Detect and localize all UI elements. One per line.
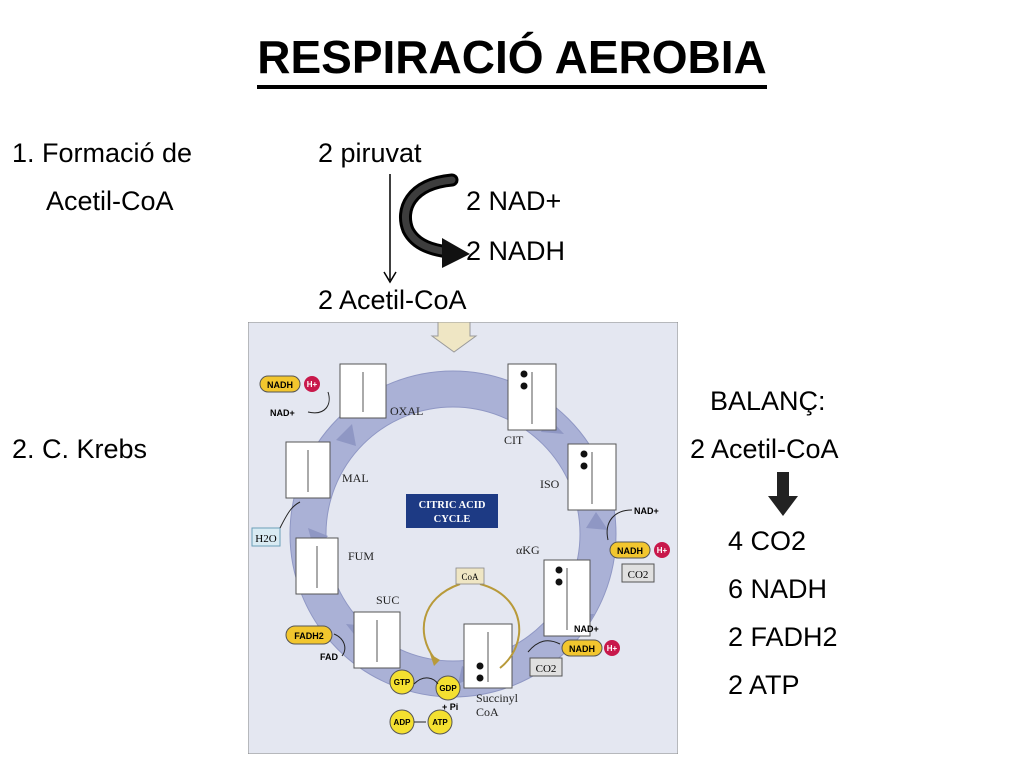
nadh-badge-1 [259,375,301,393]
co2-box-1 [621,563,655,583]
reaction-cofactor-in: 2 NAD+ [466,186,562,216]
fad-label: FAD [320,652,339,662]
nad-label-3: NAD+ [574,624,599,634]
center-label-line1: CITRIC ACID [419,500,486,511]
h-label-2: H+ [657,546,668,555]
balance-output-3: 2 FADH2 [728,622,838,652]
nad-label-2: NAD+ [634,506,659,516]
nadh-arrow-2 [606,509,633,541]
coa-inner-arrow-2 [422,583,461,659]
h-label-1: H+ [307,380,318,389]
intermediate-fum: FUM [348,549,374,563]
coa-box [455,567,485,585]
atp-badge [427,709,453,735]
reaction-product: 2 Acetil-CoA [318,285,467,315]
curved-arrow-icon [398,173,470,268]
reaction-cofactor-out: 2 NADH [466,236,566,266]
h-badge-3 [604,640,620,656]
h-badge-2 [654,542,670,558]
gtp-label: GTP [394,678,411,687]
co2-box-2 [529,657,563,677]
balance-output-2: 6 NADH [728,574,828,604]
h-badge-1 [304,376,320,392]
balance-output-4: 2 ATP [728,670,800,700]
gtp-arrow [413,677,439,685]
balance-down-arrow-icon [768,472,798,516]
fadh2-arrow [333,633,346,657]
page-title: RESPIRACIÓ AEROBIA [0,30,1024,89]
adp-label: ADP [394,718,412,727]
nadh-label-2: NADH [617,546,643,556]
section2-label: 2. C. Krebs [12,434,148,464]
intermediate-akg: αKG [516,543,540,557]
h2o-box [251,527,281,547]
reaction-arrows [383,173,470,284]
down-arrow [383,174,397,284]
coa-inner-arrow [479,583,521,669]
reaction-substrate: 2 piruvat [318,138,422,168]
carbon-markers [476,370,588,682]
balance-input: 2 Acetil-CoA [690,434,839,464]
gdp-label: GDP [439,684,457,693]
coa-inner-arrowhead-icon [430,654,440,666]
h2o-arrow [279,501,301,529]
nadh-arrow-3 [527,640,561,653]
balance-output-1: 4 CO2 [728,526,807,556]
co2-label-2: CO2 [536,663,557,675]
h-label-3: H+ [607,644,618,653]
section1-label-line2: Acetil-CoA [46,186,174,216]
gdp-badge [435,675,461,701]
nad-label-1: NAD+ [270,408,295,418]
balance-title: BALANÇ: [710,386,826,416]
gtp-badge [389,669,415,695]
intermediate-oxal: OXAL [390,404,423,418]
intermediate-mal: MAL [342,471,369,485]
atp-label: ATP [432,718,448,727]
nadh-label-3: NADH [569,644,595,654]
succinyl-line1: Succinyl [476,691,519,705]
intermediate-suc: SUC [376,593,399,607]
citric-acid-cycle-box [406,494,498,528]
h2o-label: H2O [255,533,276,545]
nadh-badge-2 [609,541,651,559]
pi-label: + Pi [442,702,458,712]
nadh-badge-3 [561,639,603,657]
nadh-arrow-1 [307,391,330,414]
center-label-line2: CYCLE [434,514,471,525]
coa-label: CoA [461,572,479,582]
fadh2-label: FADH2 [294,631,324,641]
nadh-label-1: NADH [267,380,293,390]
citric-acid-cycle-diagram: CITRIC ACID CYCLE OXAL CIT ISO αKG SUC F… [248,322,678,754]
fadh2-badge [285,625,333,645]
acetyl-entry-arrow-icon [430,322,478,353]
intermediate-iso: ISO [540,477,560,491]
structure-lines [307,372,593,682]
page-title-text: RESPIRACIÓ AEROBIA [257,31,767,89]
intermediate-cit: CIT [504,433,524,447]
section1-label-line1: 1. Formació de [12,138,193,168]
co2-label-1: CO2 [628,569,649,581]
succinyl-line2: CoA [476,705,499,719]
